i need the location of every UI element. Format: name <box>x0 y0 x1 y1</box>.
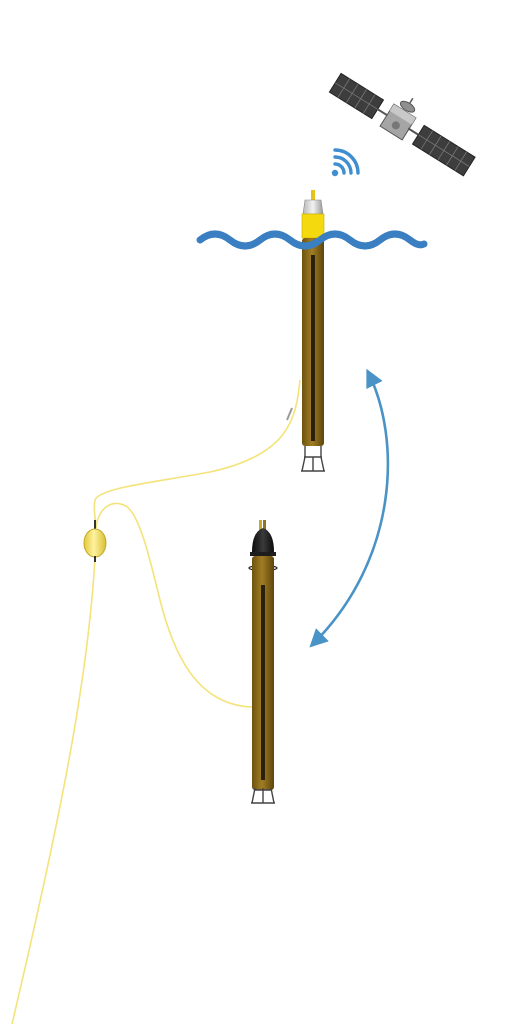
tether-upper <box>93 379 301 529</box>
tether-middle <box>95 502 253 708</box>
buoy-icon <box>83 520 107 562</box>
wifi-signal-icon <box>331 148 360 177</box>
profiler-at-surface <box>301 190 325 472</box>
satellite-body <box>379 97 417 141</box>
wave-icon <box>196 230 428 250</box>
tether-lower <box>11 557 96 1024</box>
satellite-icon <box>328 72 476 177</box>
solar-panel-right <box>411 124 476 177</box>
profiling-float-icon <box>301 190 325 472</box>
sea-surface <box>196 230 428 250</box>
double-arrow-icon <box>309 368 390 648</box>
profiler-at-depth <box>248 520 278 804</box>
tether-icon <box>11 379 301 1024</box>
solar-panel-left <box>328 72 385 120</box>
tether-clamp <box>286 407 293 421</box>
